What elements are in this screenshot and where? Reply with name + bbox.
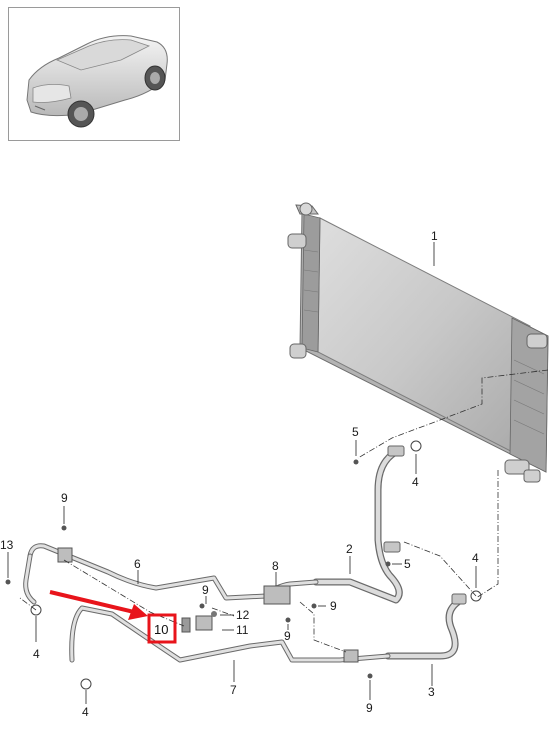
callout-labels: 1 2 3 4 4 4 4 5 5 6 7 8 9 9 9 9 9 10 11 … (0, 229, 479, 719)
radiator (287, 202, 549, 483)
callout-1: 1 (431, 229, 438, 243)
bracket-pipe-6 (57, 547, 73, 563)
screw (285, 617, 291, 623)
callout-13: 13 (0, 538, 14, 552)
seal-ring (80, 678, 92, 690)
clip-10 (181, 617, 191, 633)
callout-4: 4 (412, 475, 419, 489)
callout-9: 9 (61, 491, 68, 505)
callout-9: 9 (366, 701, 373, 715)
callout-7: 7 (230, 683, 237, 697)
leader-lines (7, 242, 477, 704)
pointer-arrow-head-icon (128, 604, 148, 620)
pointer-arrow-icon (49, 590, 135, 614)
callout-2: 2 (346, 542, 353, 556)
callout-6: 6 (134, 557, 141, 571)
screw (5, 579, 11, 585)
callout-5: 5 (352, 425, 359, 439)
callout-5: 5 (404, 557, 411, 571)
seal-ring (410, 440, 422, 452)
screw (61, 525, 67, 531)
callout-4: 4 (472, 551, 479, 565)
callout-9: 9 (284, 629, 291, 643)
callout-10: 10 (154, 622, 168, 637)
pipe-7 (69, 605, 391, 663)
bracket-8 (263, 585, 291, 605)
highlight-part-10 (49, 590, 177, 644)
screw (367, 673, 373, 679)
callout-8: 8 (272, 559, 279, 573)
screw (199, 603, 205, 609)
clamp-11 (195, 615, 213, 631)
screw (353, 459, 359, 465)
highlight-box (147, 613, 177, 644)
screw (311, 603, 317, 609)
fittings (5, 440, 482, 690)
bolt-12 (211, 611, 217, 617)
clamp-pipe-7 (343, 649, 359, 663)
callout-11: 11 (236, 623, 249, 637)
car-suv-icon (26, 35, 168, 128)
callout-3: 3 (428, 685, 435, 699)
hose-2 (312, 445, 405, 604)
hose-3 (384, 593, 467, 660)
callout-9: 9 (330, 599, 337, 613)
callout-4: 4 (33, 647, 40, 661)
callout-4: 4 (82, 705, 89, 719)
callout-9: 9 (202, 583, 209, 597)
screw (385, 561, 391, 567)
assembly-lines (19, 369, 549, 653)
callout-12: 12 (236, 608, 250, 622)
vehicle-thumbnail (8, 7, 180, 141)
